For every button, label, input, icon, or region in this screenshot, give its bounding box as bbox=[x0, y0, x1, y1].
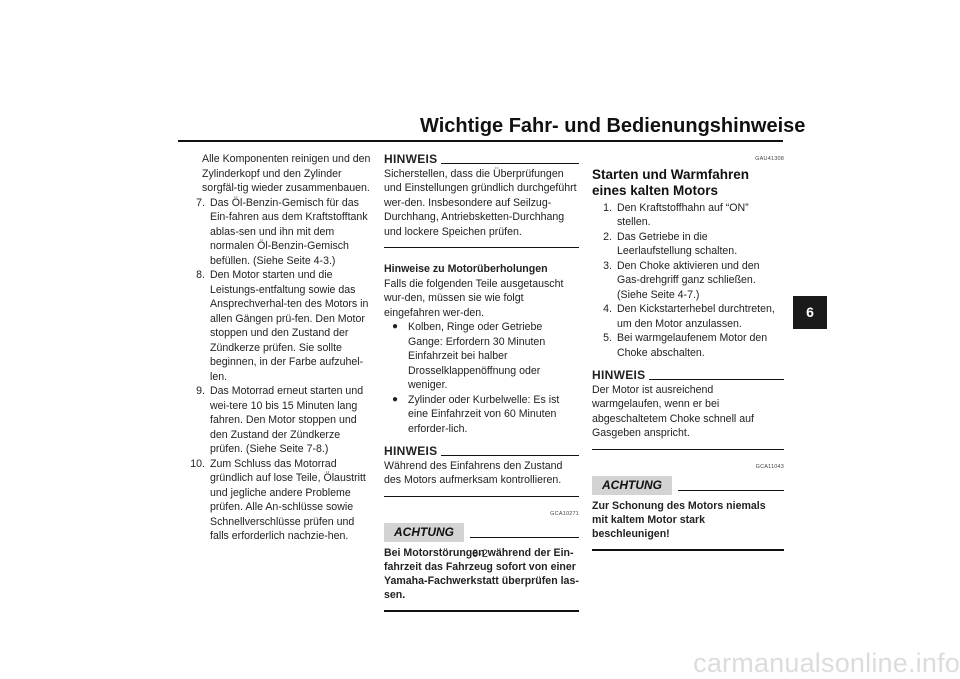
hinweis-rule bbox=[441, 162, 579, 164]
step-number: 5. bbox=[603, 332, 612, 344]
bullet-text: Kolben, Ringe oder Getriebe Gange: Erfor… bbox=[408, 321, 546, 391]
hinweis-label: HINWEIS bbox=[592, 368, 646, 382]
achtung-rule bbox=[678, 489, 784, 491]
section-title: Starten und Warmfahren eines kalten Moto… bbox=[592, 166, 750, 198]
step-item: 7. Das Öl-Benzin-Gemisch für das Ein-fah… bbox=[178, 196, 373, 269]
page-title: Wichtige Fahr- und Bedienungshinweise bbox=[420, 115, 806, 137]
achtung-text: Bei Motorstörungen während der Ein-fahrz… bbox=[384, 546, 579, 601]
hinweis-rule bbox=[441, 454, 579, 456]
achtung-end-rule bbox=[384, 609, 579, 612]
step-item: 5. Bei warmgelaufenem Motor den Choke ab… bbox=[596, 331, 784, 360]
step-text: Das Motorrad erneut starten und wei-tere… bbox=[210, 385, 364, 455]
hinweis-end-rule bbox=[592, 448, 784, 450]
step-text: Den Motor starten und die Leistungs-entf… bbox=[210, 269, 369, 383]
reference-code: GCA11043 bbox=[755, 463, 784, 470]
step-text: Das Öl-Benzin-Gemisch für das Ein-fahren… bbox=[210, 196, 368, 267]
chapter-tab[interactable]: 6 bbox=[793, 296, 827, 329]
hinweis-rule bbox=[649, 378, 784, 380]
achtung-badge: ACHTUNG bbox=[592, 476, 672, 495]
step-number: 4. bbox=[603, 303, 612, 315]
reference-code: GAU41308 bbox=[755, 156, 784, 162]
step-number: 10. bbox=[190, 457, 205, 470]
hinweis-heading: HINWEIS bbox=[592, 368, 784, 383]
step-item: 4. Den Kickstarterhebel durchtreten, um … bbox=[596, 302, 784, 331]
hinweis-text: Der Motor ist ausreichend warmgelaufen, … bbox=[592, 383, 754, 440]
column-2: HINWEIS Sicherstellen, dass die Überprüf… bbox=[384, 152, 579, 616]
step-number: 7. bbox=[196, 196, 205, 209]
hinweis-text: Während des Einfahrens den Zustand des M… bbox=[384, 459, 563, 487]
step-item: 2. Das Getriebe in die Leerlaufstellung … bbox=[596, 230, 784, 259]
step-text: Den Kraftstoffhahn auf “ON” stellen. bbox=[617, 201, 749, 229]
bullet-icon: ● bbox=[392, 321, 399, 332]
bullet-text: Zylinder oder Kurbelwelle: Es ist eine E… bbox=[408, 393, 560, 435]
hinweis-label: HINWEIS bbox=[384, 152, 438, 166]
step-item: 9. Das Motorrad erneut starten und wei-t… bbox=[178, 384, 373, 457]
achtung-heading: ACHTUNG bbox=[592, 476, 784, 495]
page-number: 6-2 bbox=[472, 548, 488, 560]
steps-list: 1. Den Kraftstoffhahn auf “ON” stellen. … bbox=[592, 201, 784, 361]
hinweis-end-rule bbox=[384, 247, 579, 248]
hinweis-label: HINWEIS bbox=[384, 444, 438, 458]
intro-paragraph: Alle Komponenten reinigen und den Zylind… bbox=[202, 153, 371, 194]
step-item: 10. Zum Schluss das Motorrad gründlich a… bbox=[178, 457, 373, 544]
reference-code: GCA10271 bbox=[550, 510, 579, 517]
subheading: Hinweise zu Motorüberholungen bbox=[384, 263, 548, 275]
hinweis-heading: HINWEIS bbox=[384, 152, 579, 167]
step-item: 1. Den Kraftstoffhahn auf “ON” stellen. bbox=[596, 201, 784, 230]
bullet-item: ● Kolben, Ringe oder Getriebe Gange: Erf… bbox=[384, 320, 579, 393]
title-rule bbox=[178, 140, 783, 142]
step-number: 8. bbox=[196, 269, 205, 281]
step-number: 1. bbox=[603, 201, 612, 214]
hinweis-end-rule bbox=[384, 495, 579, 497]
watermark: carmanualsonline.info bbox=[693, 648, 960, 678]
step-text: Den Kickstarterhebel durchtreten, um den… bbox=[617, 303, 775, 330]
step-number: 2. bbox=[603, 230, 612, 243]
step-item: 3. Den Choke aktivieren und den Gas-dreh… bbox=[596, 259, 784, 303]
step-number: 9. bbox=[196, 385, 205, 397]
bullet-item: ● Zylinder oder Kurbelwelle: Es ist eine… bbox=[384, 393, 579, 437]
step-text: Zum Schluss das Motorrad gründlich auf l… bbox=[210, 457, 366, 543]
bullet-icon: ● bbox=[392, 393, 399, 405]
step-text: Bei warmgelaufenem Motor den Choke absch… bbox=[617, 332, 768, 359]
achtung-rule bbox=[470, 536, 579, 538]
step-text: Das Getriebe in die Leerlaufstellung sch… bbox=[617, 230, 738, 258]
sub-paragraph: Falls die folgenden Teile ausgetauscht w… bbox=[384, 277, 564, 319]
step-text: Den Choke aktivieren und den Gas-drehgri… bbox=[617, 259, 760, 301]
achtung-badge: ACHTUNG bbox=[384, 523, 464, 542]
achtung-end-rule bbox=[592, 548, 784, 551]
hinweis-heading: HINWEIS bbox=[384, 444, 579, 459]
achtung-heading: ACHTUNG bbox=[384, 523, 579, 542]
step-number: 3. bbox=[603, 259, 612, 272]
hinweis-text: Sicherstellen, dass die Überprüfungen un… bbox=[384, 167, 577, 238]
achtung-text: Zur Schonung des Motors niemals mit kalt… bbox=[592, 499, 766, 540]
column-1: Alle Komponenten reinigen und den Zylind… bbox=[178, 152, 373, 544]
column-3: GAU41308 Starten und Warmfahren eines ka… bbox=[592, 152, 784, 555]
step-item: 8. Den Motor starten und die Leistungs-e… bbox=[178, 268, 373, 384]
